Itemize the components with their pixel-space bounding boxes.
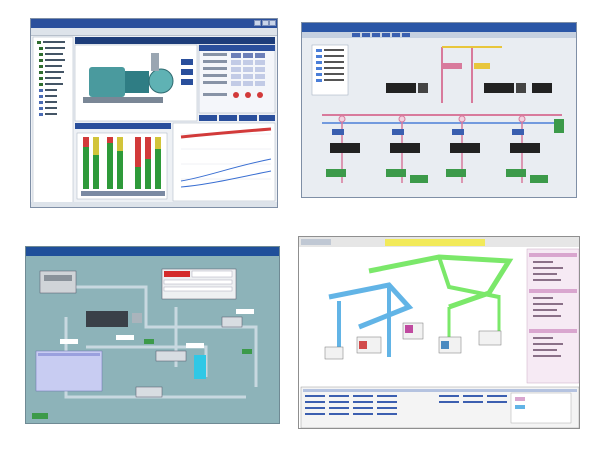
- maximize-button[interactable]: [262, 20, 269, 26]
- pump-motor: [89, 67, 125, 97]
- tree-items: [37, 41, 65, 116]
- minimize-button[interactable]: [254, 20, 261, 26]
- chiller-unit: [86, 311, 128, 327]
- status-bar: [31, 202, 277, 207]
- trend-chart: [172, 122, 276, 202]
- screen-header: [75, 37, 275, 44]
- title-banner: [385, 239, 485, 246]
- pump-monitor-screenshot: [30, 18, 278, 208]
- pump-base: [83, 97, 163, 103]
- window-titlebar: [302, 23, 576, 32]
- window-titlebar: [31, 19, 277, 28]
- chiller-network-canvas: [302, 32, 576, 183]
- gauge-header: [75, 123, 171, 129]
- branch-units: [326, 115, 564, 183]
- window-titlebar: [26, 247, 279, 256]
- top-equipment: [386, 63, 552, 93]
- heat-exchanger: [194, 355, 206, 379]
- ducts: [328, 254, 514, 357]
- trend-red-line: [180, 127, 272, 139]
- air-handlers: [324, 322, 502, 360]
- toolbar-buttons: [352, 33, 410, 37]
- inlet-pipe: [151, 53, 159, 71]
- storage-tank: [35, 350, 103, 392]
- chiller-network-screenshot: [301, 22, 577, 198]
- menu-bar: [31, 28, 277, 36]
- nav-buttons: [199, 115, 275, 121]
- gauge-columns: [76, 132, 168, 200]
- data-grid: [203, 53, 265, 98]
- tree-view: [32, 36, 74, 206]
- plant-schematic-canvas: [32, 268, 258, 419]
- alarm-indicator: [164, 271, 190, 277]
- ductwork-3d-screenshot: [298, 236, 580, 429]
- pump-casing: [148, 68, 174, 94]
- trend-blue-line: [180, 158, 272, 182]
- ductwork-canvas: [299, 237, 579, 428]
- pump-monitor-canvas: [31, 36, 277, 207]
- cooling-tower: [39, 270, 77, 294]
- legend-list: [311, 44, 349, 96]
- plant-schematic-screenshot: [25, 246, 280, 424]
- pump-coupling: [125, 71, 149, 93]
- close-button[interactable]: [269, 20, 276, 26]
